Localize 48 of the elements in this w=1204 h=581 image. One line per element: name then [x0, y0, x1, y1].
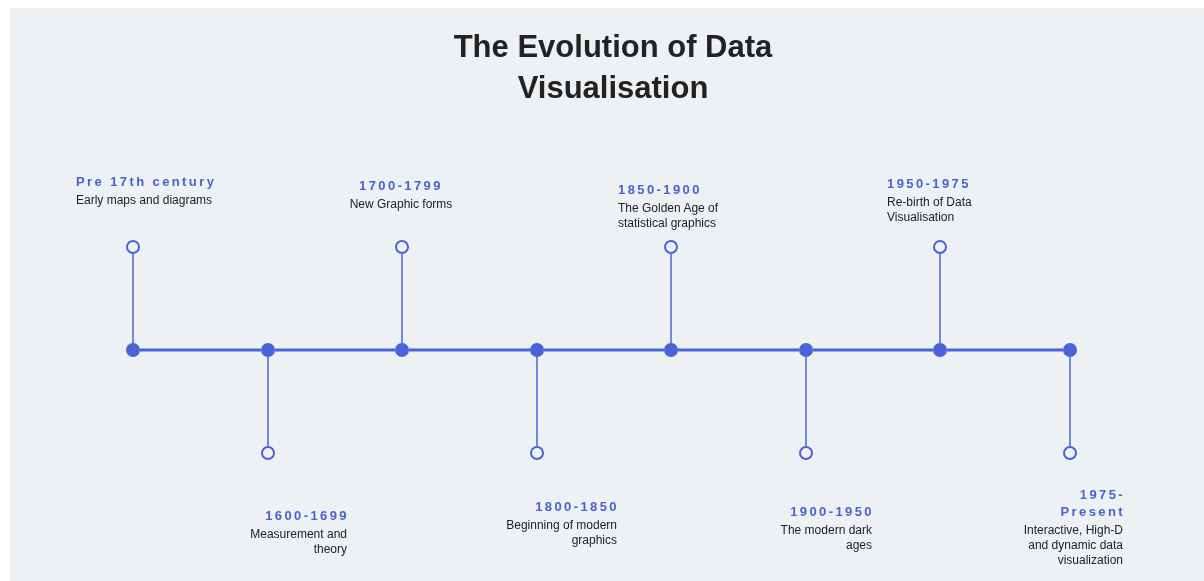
timeline-dot: [933, 343, 947, 357]
timeline-dot: [664, 343, 678, 357]
milestone-circle: [530, 446, 544, 460]
timeline-dot: [261, 343, 275, 357]
milestone-circle: [261, 446, 275, 460]
timeline-dot: [1063, 343, 1077, 357]
milestone-circle: [1063, 446, 1077, 460]
timeline-dot: [799, 343, 813, 357]
date-label: 1900-1950: [790, 503, 874, 520]
milestone-circle: [126, 240, 140, 254]
connector-line: [536, 356, 538, 447]
connector-line: [1069, 356, 1071, 447]
connector-line: [805, 356, 807, 447]
timeline-line: [947, 348, 1063, 352]
connector-line: [132, 253, 134, 344]
connector-line: [267, 356, 269, 447]
timeline-line: [678, 348, 799, 352]
date-label: 1950-1975: [887, 175, 971, 192]
timeline-dot: [395, 343, 409, 357]
timeline-line: [409, 348, 530, 352]
era-description: Re-birth of Data Visualisation: [887, 195, 973, 225]
diagram-title: The Evolution of Data Visualisation: [453, 28, 773, 107]
timeline-line: [140, 348, 261, 352]
connector-line: [670, 253, 672, 344]
era-description: New Graphic forms: [349, 197, 453, 212]
era-description: The Golden Age of statistical graphics: [618, 201, 720, 231]
date-label: 1700-1799: [359, 177, 443, 194]
date-label: 1975- Present: [1059, 486, 1125, 520]
connector-line: [939, 253, 941, 344]
timeline-line: [813, 348, 933, 352]
era-description: Beginning of modern graphics: [505, 518, 617, 548]
milestone-circle: [395, 240, 409, 254]
era-description: The modern dark ages: [779, 523, 872, 553]
timeline-dot: [126, 343, 140, 357]
date-label: 1850-1900: [618, 181, 702, 198]
milestone-circle: [799, 446, 813, 460]
milestone-circle: [933, 240, 947, 254]
date-label: 1600-1699: [265, 507, 349, 524]
era-description: Interactive, High-D and dynamic data visualization: [1022, 523, 1123, 568]
timeline-line: [544, 348, 664, 352]
connector-line: [401, 253, 403, 344]
date-label: 1800-1850: [535, 498, 619, 515]
date-label: Pre 17th century: [76, 173, 217, 190]
era-description: Measurement and theory: [249, 527, 347, 557]
timeline-line: [275, 348, 395, 352]
era-description: Early maps and diagrams: [76, 193, 213, 208]
timeline-dot: [530, 343, 544, 357]
milestone-circle: [664, 240, 678, 254]
